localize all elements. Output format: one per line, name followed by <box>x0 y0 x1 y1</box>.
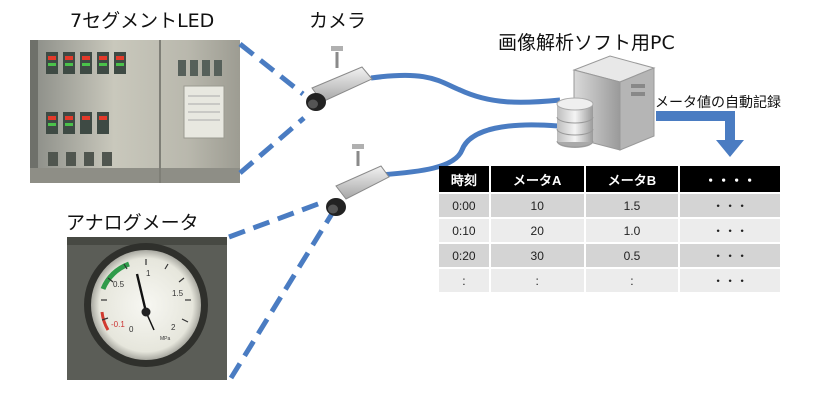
database-icon <box>556 97 594 148</box>
camera-label: カメラ <box>309 10 367 32</box>
camera-icon <box>306 46 373 111</box>
cell-more: ・・・ <box>680 219 780 242</box>
record-label: メータ値の自動記録 <box>655 95 781 111</box>
table-row: 0:10 20 1.0 ・・・ <box>439 219 780 242</box>
cell-meter-a: 20 <box>490 219 584 242</box>
cell-more: ・・・ <box>680 244 780 267</box>
pc-label: 画像解析ソフト用PC <box>498 32 675 54</box>
analog-meter-photo: 0.5 1 1.5 -0.1 0 2 MPa <box>67 237 227 380</box>
gauge-unit: MPa <box>160 336 171 342</box>
cell-meter-a: : <box>490 269 584 292</box>
cell-meter-a: 10 <box>490 194 584 217</box>
header-meter-a: メータA <box>490 166 584 192</box>
table-row: : : : ・・・ <box>439 269 780 292</box>
cell-meter-b: : <box>585 269 679 292</box>
cell-meter-a: 30 <box>490 244 584 267</box>
seven-segment-panel-photo <box>30 40 240 183</box>
cell-time: 0:10 <box>439 219 489 242</box>
cell-more: ・・・ <box>680 194 780 217</box>
cell-meter-b: 1.5 <box>585 194 679 217</box>
cell-more: ・・・ <box>680 269 780 292</box>
header-meter-b: メータB <box>585 166 679 192</box>
meter-log-table: 時刻 メータA メータB ・・・・ 0:00 10 1.5 ・・・ 0:10 2… <box>437 164 782 294</box>
seven-segment-label: 7セグメントLED <box>70 10 215 32</box>
cell-time: 0:00 <box>439 194 489 217</box>
gauge-tick-0: 0 <box>129 325 134 334</box>
camera-view-lines <box>228 42 336 380</box>
gauge-tick-minus: -0.1 <box>111 320 125 329</box>
header-more: ・・・・ <box>680 166 780 192</box>
cell-meter-b: 1.0 <box>585 219 679 242</box>
table-row: 0:00 10 1.5 ・・・ <box>439 194 780 217</box>
header-time: 時刻 <box>439 166 489 192</box>
table-header-row: 時刻 メータA メータB ・・・・ <box>439 166 780 192</box>
cell-time: : <box>439 269 489 292</box>
camera-icon-2 <box>326 144 390 216</box>
record-arrow <box>656 111 744 157</box>
cell-meter-b: 0.5 <box>585 244 679 267</box>
gauge-tick-0-5: 0.5 <box>113 280 125 289</box>
gauge-tick-1-5: 1.5 <box>172 289 184 298</box>
gauge-tick-1: 1 <box>146 269 151 278</box>
gauge-tick-2: 2 <box>171 323 176 332</box>
camera-cables <box>370 72 561 178</box>
table-row: 0:20 30 0.5 ・・・ <box>439 244 780 267</box>
analog-meter-label: アナログメータ <box>66 212 199 234</box>
cell-time: 0:20 <box>439 244 489 267</box>
